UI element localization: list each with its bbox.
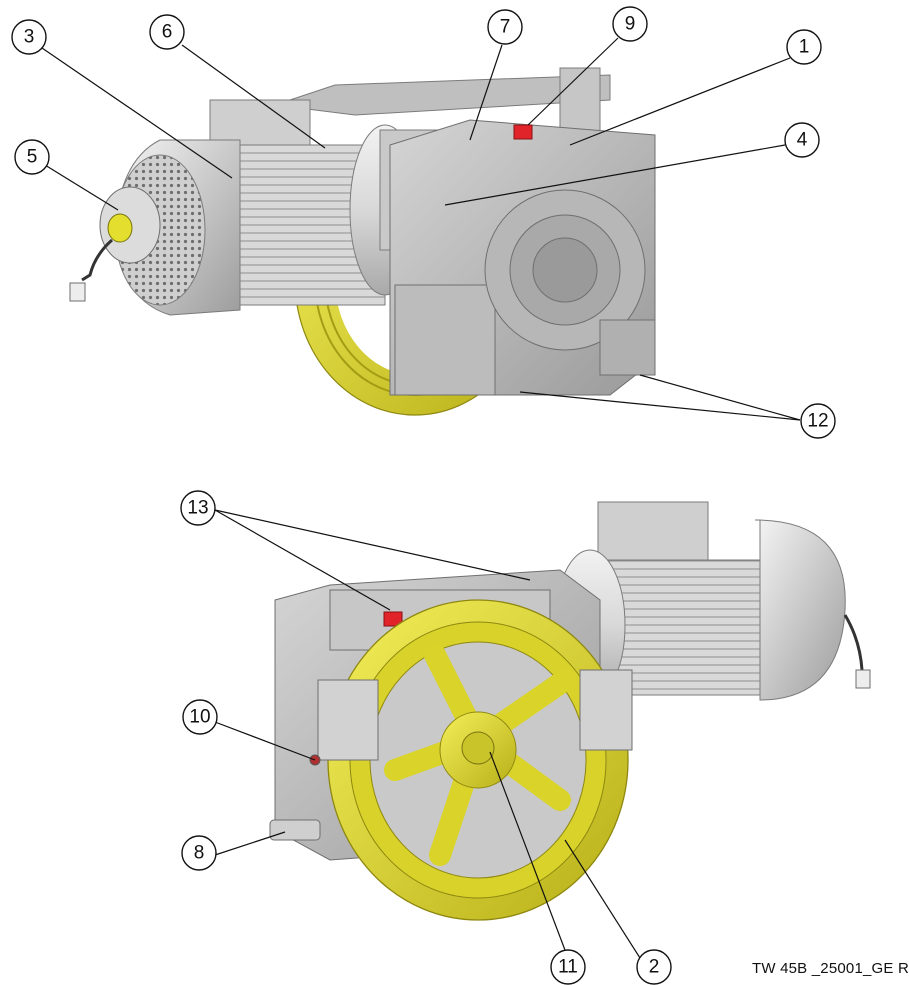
callout-6-label: 6 bbox=[162, 22, 173, 43]
callout-5-label: 5 bbox=[27, 147, 38, 168]
leader-12b bbox=[639, 374, 801, 421]
callout-1-label: 1 bbox=[799, 37, 810, 58]
lower-sheave bbox=[327, 599, 629, 921]
callout-8: 8 bbox=[181, 835, 217, 871]
leader-6 bbox=[181, 44, 326, 149]
upper-motor bbox=[69, 124, 421, 316]
reference-code: TW 45B _25001_GE R bbox=[752, 960, 909, 977]
callout-13-label: 13 bbox=[187, 498, 208, 519]
leader-10 bbox=[214, 721, 316, 761]
callout-9-label: 9 bbox=[625, 14, 636, 35]
callout-4-label: 4 bbox=[797, 130, 808, 151]
leader-13b bbox=[214, 509, 531, 581]
leader-2 bbox=[564, 839, 641, 959]
leader-12a bbox=[519, 391, 801, 421]
lower-motor bbox=[554, 501, 871, 701]
callout-9: 9 bbox=[612, 6, 648, 42]
lower-sheave-guard bbox=[317, 669, 633, 761]
upper-gear-housing bbox=[389, 119, 656, 396]
callout-13: 13 bbox=[180, 490, 216, 526]
leader-lines bbox=[41, 37, 801, 959]
callout-10-label: 10 bbox=[189, 707, 210, 728]
lower-view bbox=[269, 501, 871, 921]
callout-10: 10 bbox=[182, 699, 218, 735]
leader-7 bbox=[469, 44, 503, 141]
leader-1 bbox=[569, 57, 791, 146]
leader-8 bbox=[214, 831, 286, 856]
leader-4 bbox=[444, 144, 786, 206]
callout-12: 12 bbox=[800, 403, 836, 439]
callout-2-label: 2 bbox=[649, 957, 660, 978]
callout-11-label: 11 bbox=[558, 957, 578, 978]
callout-11: 11 bbox=[550, 949, 586, 985]
leader-13a bbox=[214, 509, 391, 611]
leader-3 bbox=[41, 47, 233, 179]
upper-brake-red bbox=[513, 124, 533, 140]
callout-7: 7 bbox=[487, 9, 523, 45]
upper-top-frame bbox=[274, 67, 611, 139]
callout-8-label: 8 bbox=[194, 843, 205, 864]
callout-3-label: 3 bbox=[24, 27, 35, 48]
upper-view bbox=[69, 67, 656, 416]
leader-5 bbox=[44, 164, 119, 211]
callout-12-label: 12 bbox=[807, 411, 828, 432]
callout-2: 2 bbox=[636, 949, 672, 985]
leader-9 bbox=[527, 37, 619, 126]
callout-1: 1 bbox=[786, 29, 822, 65]
callout-6: 6 bbox=[149, 14, 185, 50]
leader-11 bbox=[489, 751, 569, 959]
callout-5: 5 bbox=[14, 139, 50, 175]
callout-3: 3 bbox=[11, 19, 47, 55]
callout-7-label: 7 bbox=[500, 17, 511, 38]
callout-4: 4 bbox=[784, 122, 820, 158]
